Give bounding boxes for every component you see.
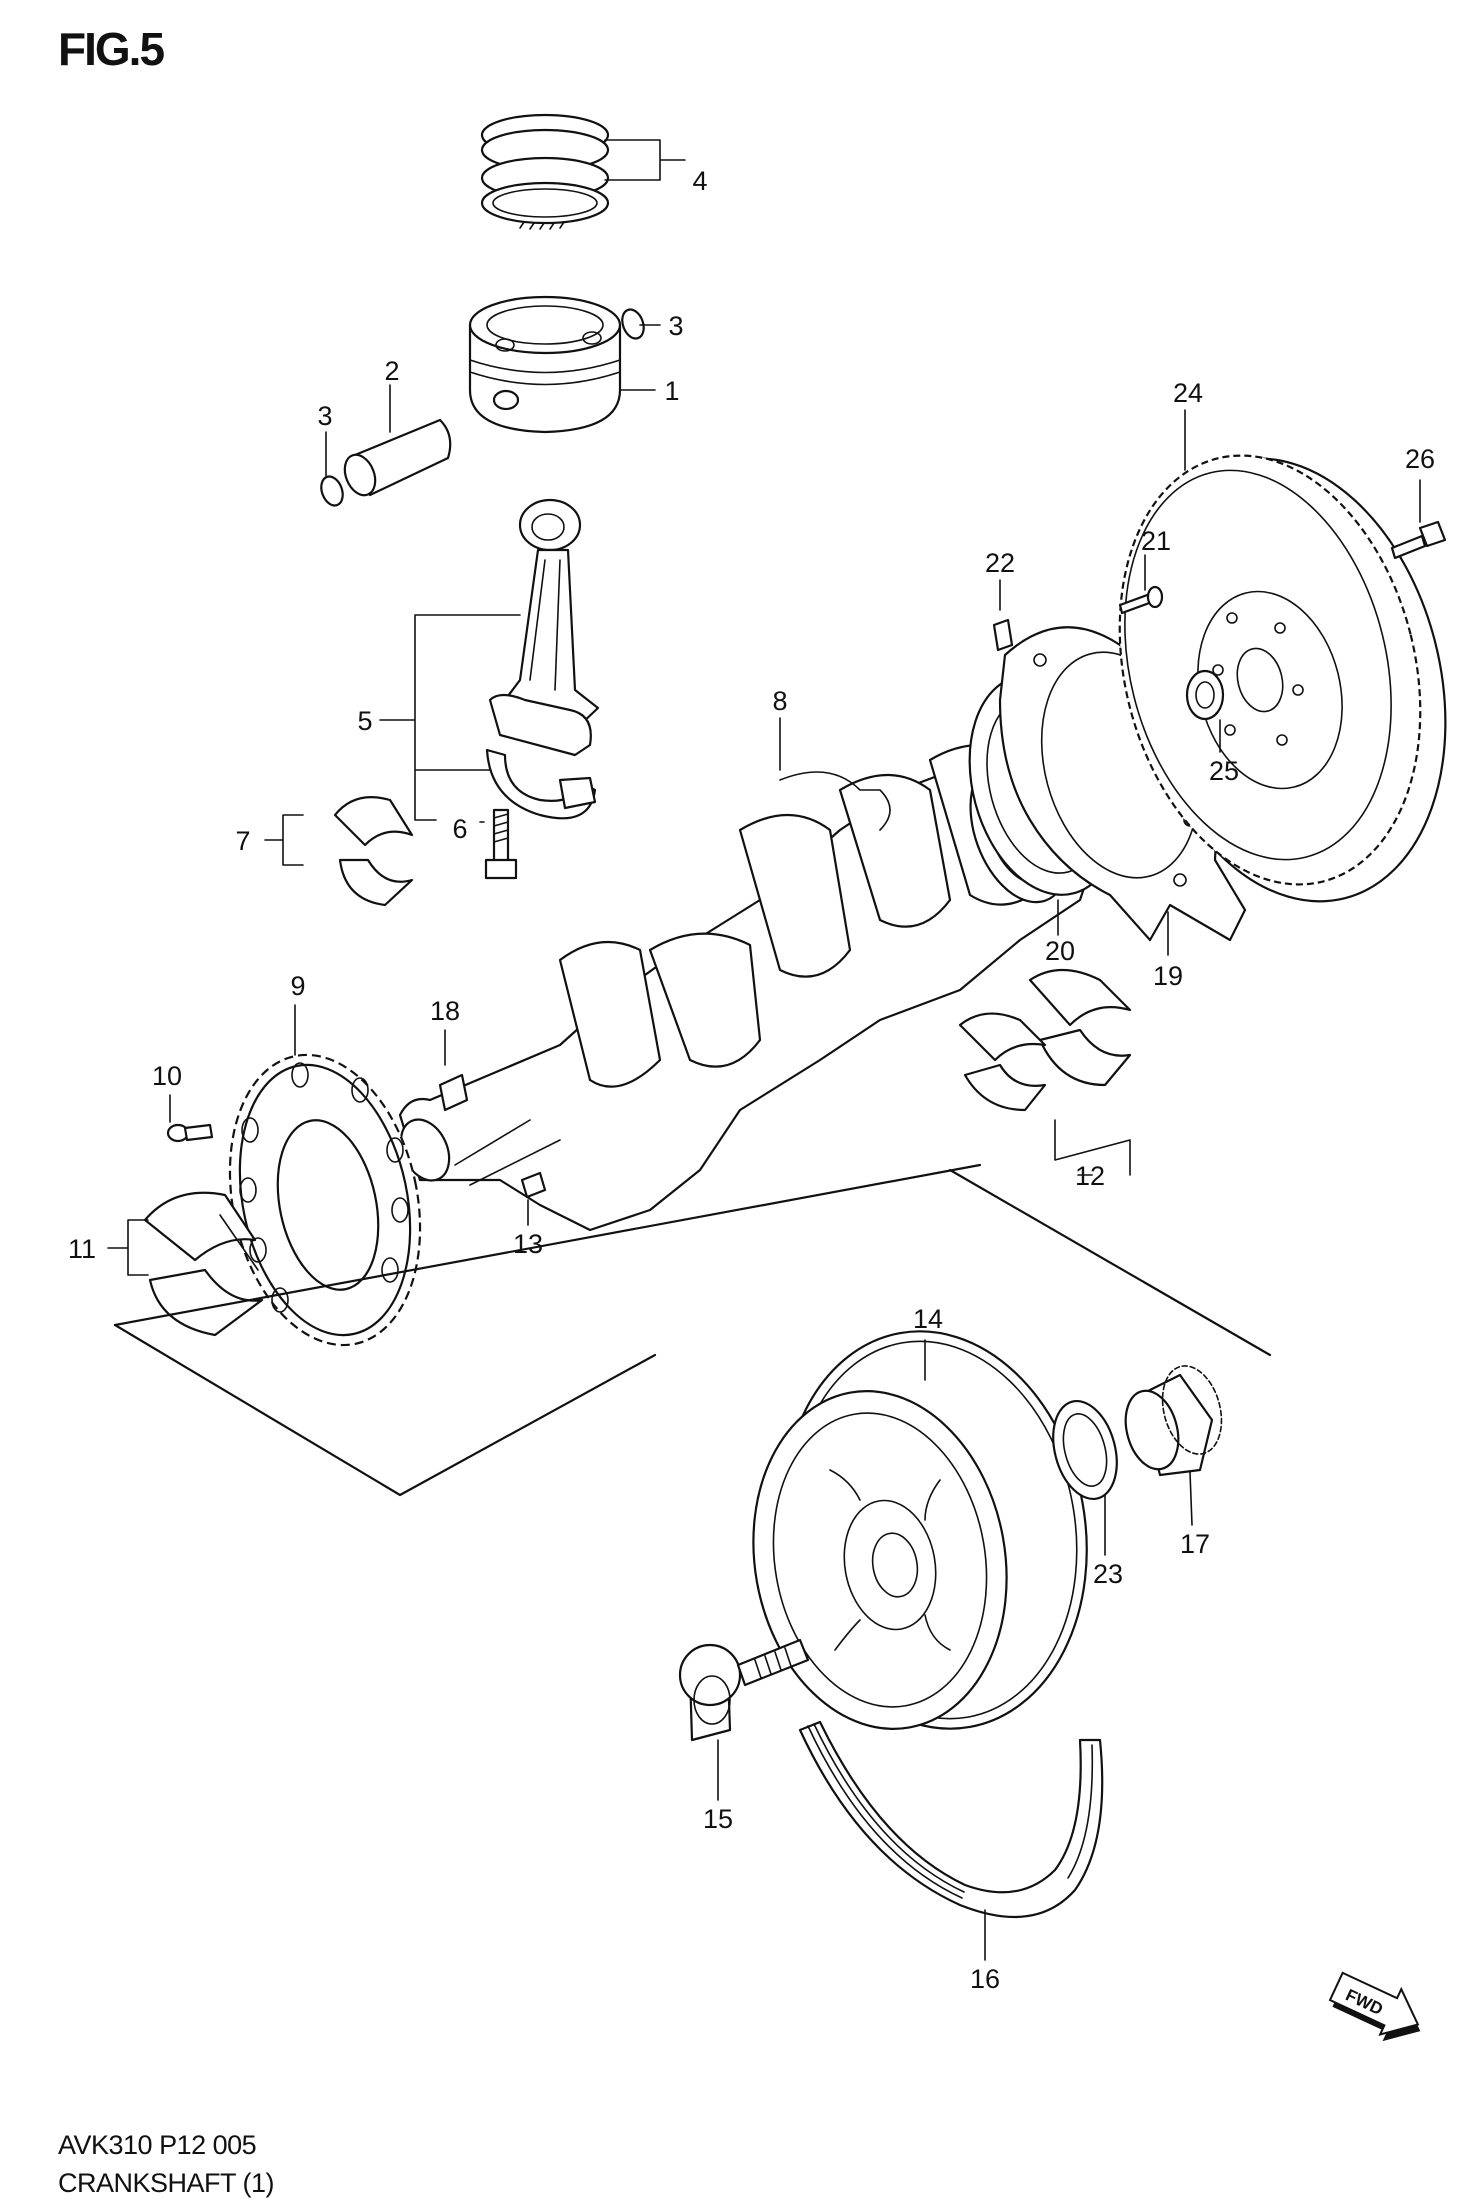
callout-13: 13	[513, 1229, 543, 1259]
callout-2: 2	[384, 356, 399, 386]
flywheel-bolt-small[interactable]	[1118, 585, 1164, 615]
callout-4: 4	[692, 166, 707, 196]
piston-rings[interactable]	[480, 113, 610, 230]
callout-10: 10	[152, 1061, 182, 1091]
callout-16: 16	[970, 1964, 1000, 1994]
callout-14: 14	[913, 1304, 943, 1334]
callout-8: 8	[772, 686, 787, 716]
front-oil-seal[interactable]	[1043, 1394, 1127, 1506]
woodruff-key[interactable]	[438, 1073, 469, 1112]
crank-pulley[interactable]	[727, 1307, 1117, 1753]
piston-pin[interactable]	[339, 418, 452, 500]
callout-11: 11	[68, 1234, 96, 1264]
figure-title: FIG.5	[58, 23, 165, 75]
dowel-pin[interactable]	[520, 1171, 547, 1199]
fwd-arrow-icon: FWD	[1328, 1971, 1421, 2042]
callout-19: 19	[1153, 961, 1183, 991]
flywheel-bolt[interactable]	[1390, 520, 1447, 560]
callout-6: 6	[452, 814, 467, 844]
pin-circlip-left[interactable]	[317, 473, 346, 508]
rod-bearing[interactable]	[333, 796, 414, 907]
callout-numbers: 1 2 3 3 4 5 6 7 8 9 10 11 12 13 14 15 16…	[68, 166, 1435, 1994]
callout-3-right: 3	[668, 311, 683, 341]
callout-22: 22	[985, 548, 1015, 578]
figure-code: AVK310 P12 005	[58, 2130, 257, 2160]
ribbed-belt[interactable]	[798, 1720, 1104, 1919]
callout-26: 26	[1405, 444, 1435, 474]
main-bearings[interactable]	[958, 969, 1132, 1112]
callout-1: 1	[664, 376, 679, 406]
assembly-outline	[113, 1163, 1272, 1497]
callout-20: 20	[1045, 936, 1075, 966]
callout-15: 15	[703, 1804, 733, 1834]
crank-gear[interactable]	[1117, 1359, 1230, 1477]
timing-sprocket[interactable]	[204, 1037, 445, 1363]
callout-7: 7	[235, 826, 250, 856]
rod-bolt[interactable]	[484, 808, 518, 880]
dowel-pin-upper[interactable]	[992, 618, 1014, 652]
thrust-bearing[interactable]	[143, 1191, 264, 1337]
connecting-rod[interactable]	[485, 498, 600, 820]
figure-name: CRANKSHAFT (1)	[58, 2168, 275, 2198]
callout-5: 5	[357, 706, 372, 736]
callout-12: 12	[1075, 1161, 1105, 1191]
leader-lines	[107, 139, 1421, 1961]
callout-23: 23	[1093, 1559, 1123, 1589]
pin-circlip-right[interactable]	[618, 306, 647, 341]
callout-24: 24	[1173, 378, 1203, 408]
pilot-bearing[interactable]	[1185, 669, 1225, 721]
flywheel[interactable]	[1077, 423, 1484, 934]
sprocket-bolt[interactable]	[166, 1123, 214, 1143]
piston[interactable]	[468, 295, 622, 434]
callout-3-left: 3	[317, 401, 332, 431]
callout-9: 9	[290, 971, 305, 1001]
callout-25: 25	[1209, 756, 1239, 786]
pulley-bolt[interactable]	[678, 1638, 810, 1742]
callout-17: 17	[1180, 1529, 1210, 1559]
callout-21: 21	[1141, 526, 1171, 556]
callout-18: 18	[430, 996, 460, 1026]
